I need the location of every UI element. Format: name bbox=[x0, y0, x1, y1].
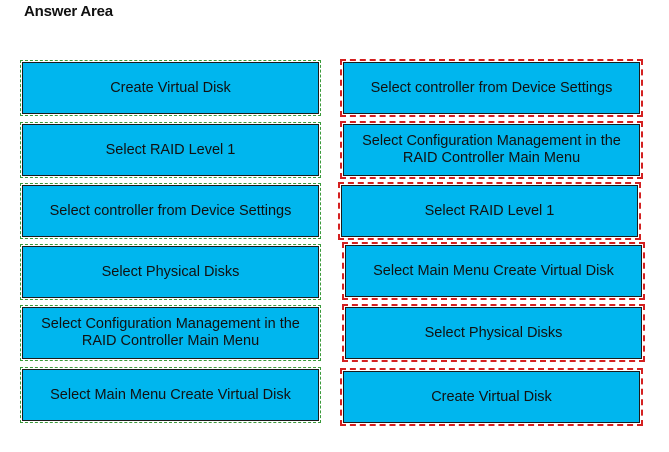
source-item[interactable]: Select Main Menu Create Virtual Disk bbox=[20, 367, 321, 423]
answer-item[interactable]: Select controller from Device Settings bbox=[340, 59, 643, 117]
answer-item[interactable]: Select Physical Disks bbox=[342, 304, 645, 362]
source-item[interactable]: Select controller from Device Settings bbox=[20, 183, 321, 239]
source-item[interactable]: Select RAID Level 1 bbox=[20, 122, 321, 178]
answer-item[interactable]: Select Configuration Management in the R… bbox=[340, 121, 643, 179]
source-item[interactable]: Create Virtual Disk bbox=[20, 60, 321, 116]
answer-area-title: Answer Area bbox=[24, 3, 113, 20]
answer-item[interactable]: Select RAID Level 1 bbox=[338, 182, 641, 240]
source-item[interactable]: Select Configuration Management in the R… bbox=[20, 305, 321, 361]
source-item[interactable]: Select Physical Disks bbox=[20, 244, 321, 300]
answer-item[interactable]: Select Main Menu Create Virtual Disk bbox=[342, 242, 645, 300]
answer-item[interactable]: Create Virtual Disk bbox=[340, 368, 643, 426]
